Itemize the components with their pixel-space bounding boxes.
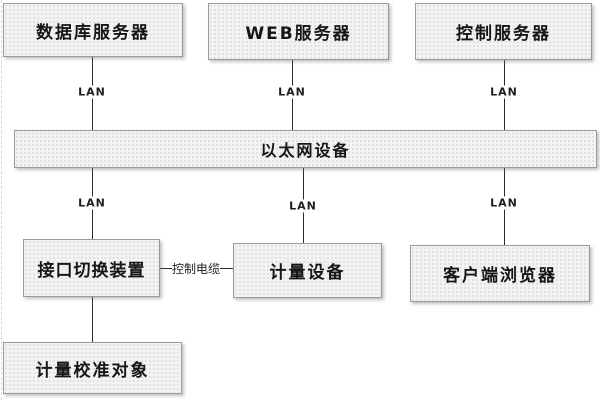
node-web-server: WEB服务器 [208, 3, 389, 60]
node-calibration-object: 计量校准对象 [3, 342, 182, 394]
node-web-server-label: WEB服务器 [245, 24, 352, 44]
node-metering-device-label: 计量设备 [269, 263, 346, 283]
node-interface-switch: 接口切换装置 [23, 239, 160, 297]
edge-label-control-cable: 控制电缆 [171, 262, 221, 276]
node-ethernet-device: 以太网设备 [14, 130, 597, 168]
edge-label-lan-interface-switch: LAN [77, 196, 107, 210]
edge-label-lan-metering-device: LAN [288, 199, 318, 213]
node-ethernet-device-label: 以太网设备 [260, 141, 351, 160]
edge-label-lan-client-browser: LAN [489, 196, 519, 210]
edge-label-lan-control: LAN [489, 85, 519, 99]
node-metering-device: 计量设备 [233, 243, 382, 298]
edge-interface-switch-to-calibration-object [92, 297, 93, 342]
node-client-browser-label: 客户端浏览器 [443, 266, 557, 286]
node-database-server-label: 数据库服务器 [36, 22, 150, 43]
node-interface-switch-label: 接口切换装置 [37, 260, 146, 281]
node-control-server-label: 控制服务器 [456, 24, 551, 44]
node-client-browser: 客户端浏览器 [410, 245, 590, 302]
edge-label-lan-web: LAN [277, 85, 307, 99]
edge-label-lan-db: LAN [77, 85, 107, 99]
node-database-server: 数据库服务器 [3, 3, 183, 57]
left-edge-guide-line [1, 0, 2, 400]
node-control-server: 控制服务器 [415, 3, 592, 60]
node-calibration-object-label: 计量校准对象 [35, 360, 150, 381]
